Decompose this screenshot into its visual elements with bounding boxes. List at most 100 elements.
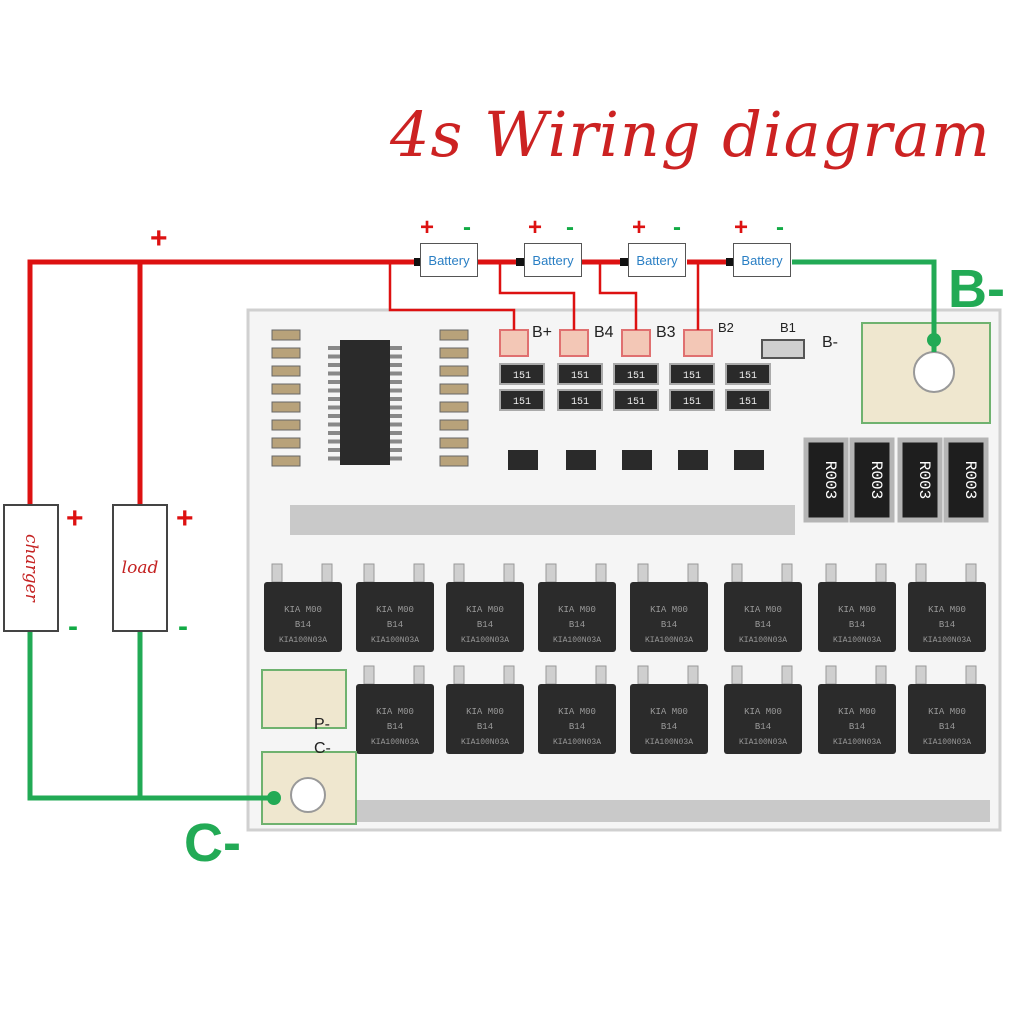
mosfet-marking: KIA M00 (376, 605, 414, 615)
mosfet-lead (271, 563, 283, 583)
resistor-marking: 151 (683, 397, 701, 408)
mosfet (908, 582, 986, 652)
ic-pins (328, 346, 402, 461)
mosfet-marking: KIA100N03A (833, 738, 881, 747)
battery-label: Battery (741, 252, 783, 268)
mosfet (538, 582, 616, 652)
resistor-marking: 151 (571, 371, 589, 382)
diagram-title: 4s Wiring diagram (390, 98, 991, 171)
mosfet (630, 684, 708, 754)
ic-pin (390, 397, 402, 401)
ic-pin (390, 354, 402, 359)
load-label: load (121, 558, 159, 578)
shunt-resistor (943, 437, 989, 523)
battery-3: Battery (628, 243, 686, 277)
ic-pin (328, 354, 340, 359)
bms-ic-chip (340, 340, 390, 465)
ic-pin (390, 456, 402, 461)
mosfet-lead (363, 665, 375, 685)
mosfet-marking: B14 (477, 620, 493, 630)
mosfet-marking: KIA100N03A (739, 636, 787, 645)
ic-pin (390, 371, 402, 376)
shunt-resistor (897, 437, 943, 523)
ic-pin (390, 380, 402, 384)
balance-resistor (557, 363, 603, 385)
sot23-transistor (566, 450, 596, 470)
mosfet-marking: KIA M00 (376, 707, 414, 717)
negative-wires (27, 259, 937, 801)
mosfet-marking: KIA M00 (928, 707, 966, 717)
load-minus: - (178, 610, 188, 643)
mosfet (264, 582, 342, 652)
battery-4-plus: + (734, 214, 749, 241)
ic-pin (328, 448, 340, 452)
mosfet (724, 684, 802, 754)
resistor-marking: 151 (739, 397, 757, 408)
battery-2-plus: + (528, 214, 543, 241)
shunt-marking: R003 (821, 461, 839, 499)
battery-4-minus: - (776, 214, 784, 241)
mosfet-marking: KIA100N03A (923, 636, 971, 645)
pad-b1 (761, 339, 805, 359)
mosfet-lead (363, 563, 375, 583)
mosfet-lead (825, 563, 837, 583)
smd-capacitor (439, 437, 469, 449)
battery-3-minus: - (673, 214, 681, 241)
mosfet-marking: B14 (387, 620, 403, 630)
resistor-marking: 151 (683, 371, 701, 382)
charger-minus: - (68, 610, 78, 643)
mosfet-lead (875, 665, 887, 685)
load-plus: + (176, 502, 194, 535)
smd-capacitor (439, 347, 469, 359)
pad-b3 (621, 329, 651, 357)
smd-capacitor (439, 401, 469, 413)
mosfet-lead (687, 563, 699, 583)
mosfet (356, 684, 434, 754)
b-minus-label: B- (948, 259, 1005, 319)
mosfet-lead (453, 563, 465, 583)
battery-1: Battery (420, 243, 478, 277)
mosfet (356, 582, 434, 652)
mosfet-marking: KIA100N03A (553, 636, 601, 645)
mosfet-marking: KIA M00 (838, 707, 876, 717)
mosfet-marking: KIA M00 (466, 605, 504, 615)
p-minus-pad (261, 669, 347, 729)
smd-capacitor (439, 383, 469, 395)
ic-pin (390, 439, 402, 444)
mosfet-marking: B14 (295, 620, 311, 630)
mosfet-marking: KIA M00 (284, 605, 322, 615)
mosfet-marking: B14 (661, 722, 677, 732)
shunt-marking: R003 (915, 461, 933, 499)
solder-strip-top (290, 505, 795, 535)
ic-pin (328, 380, 340, 384)
solder-strip-bottom (355, 800, 990, 822)
resistor-marking: 151 (739, 371, 757, 382)
shunt-resistor (803, 437, 849, 523)
smd-capacitor (439, 329, 469, 341)
mosfet-marking: KIA100N03A (279, 636, 327, 645)
smd-components-left (271, 329, 469, 467)
smd-capacitor (271, 383, 301, 395)
mosfet-lead (413, 563, 425, 583)
battery-2-minus: - (566, 214, 574, 241)
balance-resistor (499, 363, 545, 385)
mosfet-marking: KIA M00 (838, 605, 876, 615)
ic-pin (390, 431, 402, 435)
charger-box: charger (3, 504, 59, 632)
mosfet-marking: KIA100N03A (739, 738, 787, 747)
smd-capacitor (271, 329, 301, 341)
smd-capacitor (271, 347, 301, 359)
silk-b1: B1 (780, 320, 796, 335)
balance-resistor (669, 363, 715, 385)
ic-pin (328, 371, 340, 376)
mosfet (446, 582, 524, 652)
smd-capacitor (439, 419, 469, 431)
pad-b2 (683, 329, 713, 357)
ic-pin (390, 388, 402, 393)
load-box: load (112, 504, 168, 632)
silk-b3: B3 (656, 324, 676, 341)
sot23-transistor (622, 450, 652, 470)
